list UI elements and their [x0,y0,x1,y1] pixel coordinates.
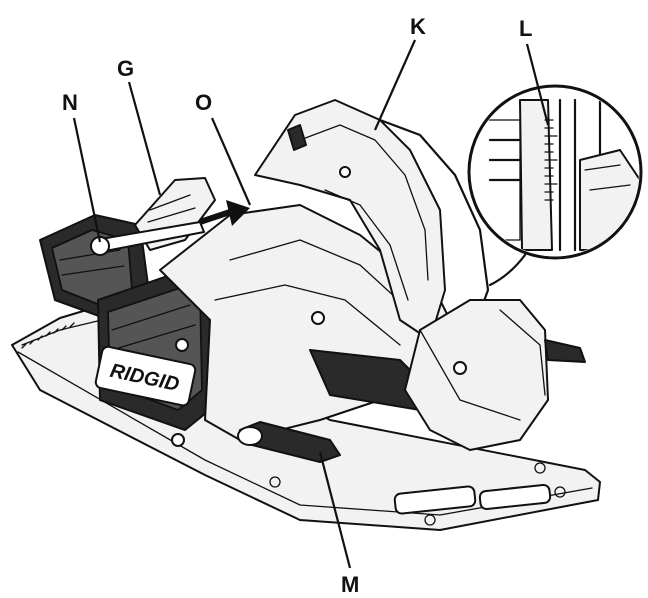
magnified-inset [467,84,643,287]
label-n: N [62,90,78,115]
depth-scale-ticks [544,119,558,201]
label-g: G [117,56,134,81]
leader-l [525,43,550,126]
battery-pack: RIDGID [94,269,223,447]
callout-labels: N G O K L M [62,14,532,597]
leader-o [210,117,252,206]
leader-m [318,451,352,569]
blade-lower-guard [404,299,586,451]
shoe-scale-marks [21,322,75,349]
lever-m [237,421,341,463]
ridgid-logo: RIDGID [94,345,197,407]
label-k: K [410,14,426,39]
leader-k [373,39,417,131]
label-m: M [341,572,359,597]
hex-wrench-n [90,221,205,256]
label-o: O [195,90,212,115]
insertion-arrow [199,200,250,226]
label-l: L [519,16,532,41]
upper-blade-guard [254,99,490,352]
leader-n [72,117,102,243]
leader-g [127,81,162,196]
leader-lines [72,39,550,569]
